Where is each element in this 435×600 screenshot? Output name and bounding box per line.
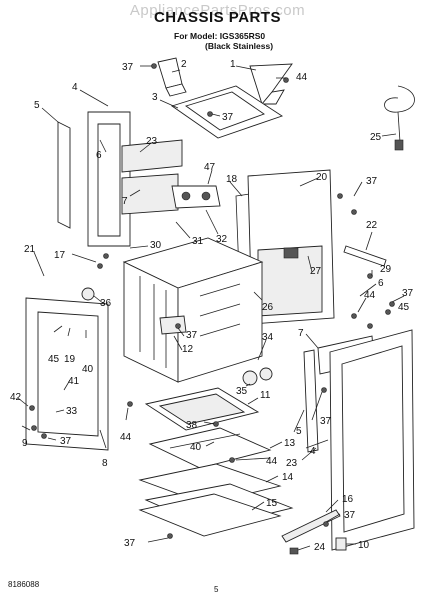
- callout-11: 11: [260, 390, 271, 401]
- leader-lines: [17, 65, 405, 551]
- part-insulation-upper: [121, 139, 183, 215]
- screws: [29, 63, 395, 539]
- callout-37: 37: [122, 62, 134, 73]
- callout-37-i: 37: [124, 538, 136, 549]
- callout-37-d: 37: [402, 288, 414, 299]
- callout-12: 12: [182, 344, 194, 355]
- part-top-bracket-right: [249, 63, 293, 105]
- callout-5-b: 5: [296, 426, 302, 437]
- model-line: For Model: IGS365RS0: [174, 31, 266, 41]
- callout-7: 7: [122, 196, 128, 207]
- callout-38: 38: [186, 420, 198, 431]
- part-oven-door-right: [317, 329, 415, 551]
- callout-3: 3: [152, 92, 158, 103]
- callout-2: 2: [181, 59, 187, 70]
- callout-37-g: 37: [320, 416, 332, 427]
- callout-34: 34: [262, 332, 274, 343]
- callout-29: 29: [380, 264, 392, 275]
- callout-20: 20: [316, 172, 328, 183]
- callout-37-f: 37: [60, 436, 72, 447]
- callout-45: 45: [398, 302, 410, 313]
- callout-35: 35: [236, 386, 248, 397]
- part-rod: [343, 245, 387, 267]
- part-valve-manifold: [171, 185, 221, 209]
- part-power-cord: [384, 85, 415, 151]
- diagram-title: CHASSIS PARTS: [153, 9, 282, 26]
- callout-45-b: 45: [48, 354, 60, 365]
- page-number: 5: [214, 585, 219, 594]
- callout-23-b: 23: [286, 458, 298, 469]
- callout-16: 16: [342, 494, 354, 505]
- part-igniter: [159, 315, 187, 335]
- callout-44-d: 44: [266, 456, 278, 467]
- part-door-frame-left: [87, 111, 131, 247]
- callout-18: 18: [226, 174, 238, 185]
- callout-4-b: 4: [310, 446, 316, 457]
- callout-15: 15: [266, 498, 278, 509]
- callout-labels: 37 2 1 44 5 4 3 37 23 6 7 47 18 20 37 25…: [10, 59, 414, 553]
- callout-37-b: 37: [222, 112, 234, 123]
- watermark: AppliancePartsPros.com: [129, 2, 306, 19]
- part-oven-cavity: [122, 237, 264, 383]
- callout-4: 4: [72, 82, 78, 93]
- callout-21: 21: [24, 244, 36, 255]
- part-burner: [148, 427, 272, 469]
- part-broiler-pan: [144, 387, 260, 431]
- callout-44: 44: [296, 72, 308, 83]
- callout-1: 1: [230, 59, 236, 70]
- callout-33: 33: [66, 406, 78, 417]
- callout-9: 9: [22, 438, 28, 449]
- callout-41: 41: [68, 376, 80, 387]
- part-hinge-strip: [303, 349, 319, 453]
- finish-line: (Black Stainless): [205, 41, 274, 51]
- part-rear-panel: [247, 169, 335, 325]
- callout-42: 42: [10, 392, 22, 403]
- callout-27: 27: [310, 266, 322, 277]
- callout-31: 31: [192, 236, 204, 247]
- callout-37-c: 37: [366, 176, 378, 187]
- callout-6-b: 6: [378, 278, 384, 289]
- callout-8: 8: [102, 458, 108, 469]
- callout-19: 19: [64, 354, 76, 365]
- callout-30: 30: [150, 240, 162, 251]
- callout-25: 25: [370, 132, 382, 143]
- callout-32: 32: [216, 234, 228, 245]
- callout-23: 23: [146, 136, 158, 147]
- callout-44-b: 44: [364, 290, 376, 301]
- part-clip: [289, 547, 299, 555]
- part-side-panel-left: [57, 121, 71, 229]
- callout-37-h: 37: [344, 510, 356, 521]
- part-leveling-leg: [335, 537, 347, 551]
- callout-36: 36: [100, 298, 112, 309]
- callout-40: 40: [82, 364, 94, 375]
- part-drawer-slide: [281, 509, 341, 543]
- part-top-bracket-left: [157, 57, 187, 97]
- part-storage-drawer: [138, 463, 294, 537]
- callout-44-c: 44: [120, 432, 132, 443]
- callout-7-b: 7: [298, 328, 304, 339]
- part-oven-door-left: [25, 297, 109, 451]
- callout-47: 47: [204, 162, 216, 173]
- callout-40-b: 40: [190, 442, 202, 453]
- part-valve-bracket: [242, 367, 273, 386]
- callout-22: 22: [366, 220, 378, 231]
- callout-24: 24: [314, 542, 326, 553]
- callout-17: 17: [54, 250, 66, 261]
- callout-6: 6: [96, 150, 102, 161]
- part-number: 8186088: [8, 580, 40, 589]
- callout-14: 14: [282, 472, 294, 483]
- part-knob: [81, 287, 95, 301]
- part-top-trim: [170, 85, 284, 139]
- callout-5: 5: [34, 100, 40, 111]
- callout-37-e: 37: [186, 330, 198, 341]
- callout-26: 26: [262, 302, 274, 313]
- callout-13: 13: [284, 438, 296, 449]
- callout-10: 10: [358, 540, 370, 551]
